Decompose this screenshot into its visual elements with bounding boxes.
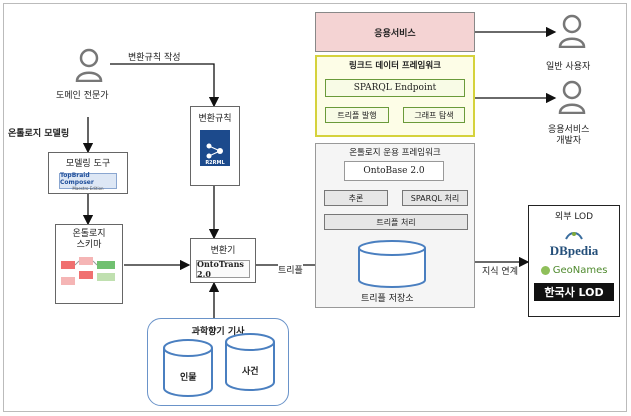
geonames-logo: GeoNames — [529, 265, 619, 277]
modeling-tool-title: 모델링 도구 — [65, 159, 111, 169]
domain-expert-label: 도메인 전문가 — [56, 91, 109, 101]
conversion-rule-document: 변환규칙 R2RML — [190, 106, 240, 186]
sparql-processing-box: SPARQL 처리 — [402, 190, 468, 206]
korean-history-lod-logo: 한국사 LOD — [534, 282, 614, 301]
person-db-icon — [163, 339, 213, 397]
converter-box: 변환기 OntoTrans 2.0 — [190, 238, 256, 283]
application-service-box: 응용서비스 — [315, 12, 475, 52]
domain-expert-person-icon — [75, 48, 103, 82]
knowledge-link-edge-label: 지식 연계 — [482, 264, 518, 277]
dbpedia-mark-icon — [565, 232, 583, 240]
triple-publish-box: 트리플 발행 — [325, 107, 389, 123]
linked-data-framework-box: 링크드 데이터 프레임워크 SPARQL Endpoint 트리플 발행 그래프… — [315, 55, 475, 137]
ontology-modeling-label: 온톨로지 모델링 — [8, 129, 70, 139]
ontotrans-engine: OntoTrans 2.0 — [196, 259, 250, 279]
graph-explore-box: 그래프 탐색 — [403, 107, 465, 123]
edge-rule-writing — [110, 63, 220, 108]
geonames-globe-icon — [540, 266, 550, 275]
modeling-tool-box: 모델링 도구 TopBraid Composer Maestro Edition — [48, 152, 128, 194]
linked-data-framework-title: 링크드 데이터 프레임워크 — [349, 61, 441, 71]
dbpedia-logo: DBpedia — [529, 230, 619, 259]
topbraid-logo: TopBraid Composer Maestro Edition — [59, 172, 117, 191]
developer-person-icon — [558, 80, 586, 114]
triple-processing-box: 트리플 처리 — [324, 214, 468, 230]
event-db-label: 사건 — [242, 367, 259, 377]
r2rml-icon: R2RML — [200, 130, 230, 166]
sparql-endpoint-box: SPARQL Endpoint — [325, 79, 465, 97]
ontobase-engine: OntoBase 2.0 — [344, 161, 444, 181]
converter-title: 변환기 — [210, 246, 236, 256]
science-articles-title: 과학향기 기사 — [191, 327, 245, 337]
triple-edge-label: 트리플 — [278, 263, 303, 276]
r2rml-graph-icon — [206, 143, 223, 159]
external-lod-box: 외부 LOD DBpedia GeoNames 한국사 LOD — [528, 205, 620, 317]
event-db-icon — [225, 333, 275, 391]
reasoning-box: 추론 — [324, 190, 388, 206]
ontology-framework-box: 온톨로지 운용 프레임워크 OntoBase 2.0 추론 SPARQL 처리 … — [315, 143, 475, 308]
person-db-label: 인물 — [180, 373, 197, 383]
ontology-framework-title: 온톨로지 운용 프레임워크 — [349, 148, 441, 158]
rule-writing-label: 변환규칙 작성 — [128, 53, 181, 63]
general-user-label: 일반 사용자 — [546, 62, 591, 72]
schema-graph-thumbnail-icon — [61, 257, 115, 285]
application-service-title: 응용서비스 — [374, 28, 416, 39]
external-lod-title: 외부 LOD — [554, 212, 594, 222]
triple-store-label: 트리플 저장소 — [361, 294, 414, 304]
conversion-rule-title: 변환규칙 — [198, 114, 232, 124]
triple-store-db-icon — [358, 240, 426, 288]
general-user-person-icon — [558, 14, 586, 48]
diagram-frame — [3, 3, 627, 412]
